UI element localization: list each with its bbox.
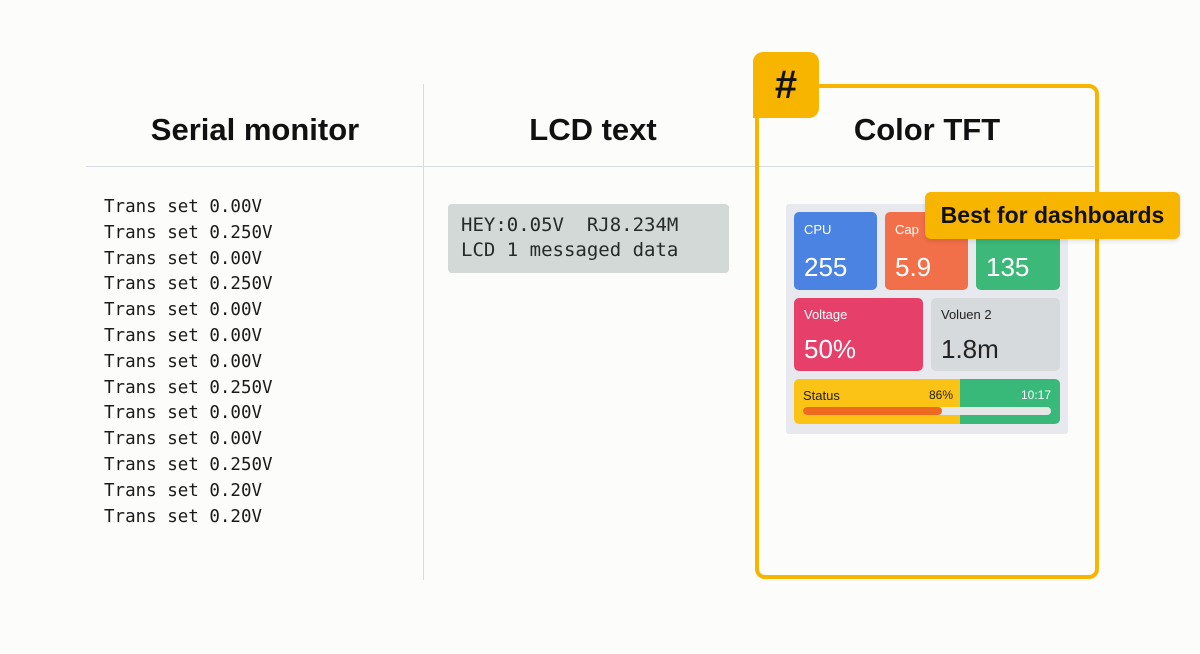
voltage-tile: Voltage 50% <box>794 298 923 371</box>
tile-label: Cap <box>895 222 919 237</box>
serial-line: Trans set 0.00V <box>104 197 263 217</box>
hash-badge: # <box>753 52 819 118</box>
serial-line: Trans set 0.250V <box>104 222 273 243</box>
status-time: 10:17 <box>1020 388 1051 402</box>
serial-line: Trans set 0.250V <box>104 274 273 295</box>
serial-line: Trans set 0.00V <box>104 325 263 346</box>
tile-value: 255 <box>804 252 848 282</box>
serial-line: Trans set 0.00V <box>104 351 263 372</box>
header-divider <box>86 166 1098 167</box>
serial-line: Trans set 0.00V <box>104 300 263 321</box>
lcd-display: HEY:0.05V RJ8.234M LCD 1 messaged data <box>448 204 729 273</box>
status-progress-fill <box>803 407 942 415</box>
tft-highlight-frame <box>755 84 1099 579</box>
serial-line: Trans set 0.250V <box>104 454 273 475</box>
cpu-tile: CPU 255 <box>794 212 877 290</box>
lcd-text-title: LCD text <box>529 112 657 147</box>
best-for-dashboards-callout: Best for dashboards <box>925 192 1180 239</box>
serial-output: Trans set 0.00V Trans set 0.250V Trans s… <box>104 195 273 530</box>
serial-monitor-title: Serial monitor <box>150 112 360 147</box>
status-progress-track <box>803 407 1051 415</box>
tile-value: 50% <box>804 334 857 364</box>
serial-line: Trans set 0.00V <box>104 248 263 269</box>
status-percent: 86% <box>928 388 953 402</box>
tile-value: 135 <box>986 252 1030 282</box>
serial-line: Trans set 0.250V <box>104 377 273 398</box>
serial-line: Trans set 0.00V <box>104 429 263 450</box>
tile-value: 5.9 <box>895 252 932 282</box>
serial-line: Trans set 0.20V <box>104 506 263 527</box>
tile-label: CPU <box>804 222 832 237</box>
tile-label: Voltage <box>804 307 848 322</box>
column-divider <box>423 84 424 580</box>
lcd-line-2: LCD 1 messaged data <box>461 239 679 261</box>
serial-line: Trans set 0.20V <box>104 480 263 501</box>
color-tft-title: Color TFT <box>853 112 1001 147</box>
status-panel: Status 86% 10:17 <box>794 379 1060 424</box>
status-label: Status <box>803 388 840 403</box>
tile-value: 1.8m <box>941 334 999 364</box>
serial-line: Trans set 0.00V <box>104 403 263 424</box>
volume-2-tile: Voluen 2 1.8m <box>931 298 1060 371</box>
tile-label: Voluen 2 <box>941 307 992 322</box>
lcd-line-1: HEY:0.05V RJ8.234M <box>461 214 679 236</box>
